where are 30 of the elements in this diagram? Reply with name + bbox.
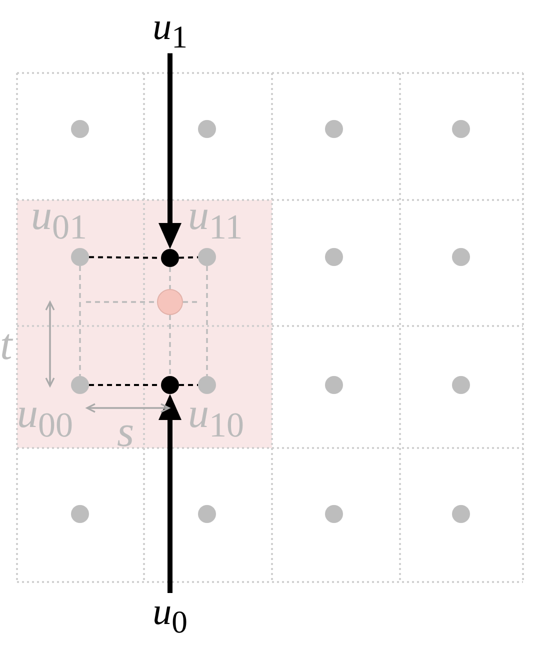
dashed-line bbox=[179, 384, 198, 386]
point-label: u$_{01}$ bbox=[31, 195, 87, 244]
grid-point bbox=[452, 376, 470, 394]
point-label: u$_{11}$ bbox=[188, 195, 243, 244]
grid-point bbox=[452, 248, 470, 266]
dashed-line bbox=[206, 266, 208, 376]
point-label: u$_{10}$ bbox=[188, 393, 244, 442]
dashed-line bbox=[79, 266, 81, 376]
dashed-line bbox=[178, 256, 198, 259]
arrow bbox=[158, 53, 182, 249]
dashed-line bbox=[169, 267, 171, 289]
dimension-label: t bbox=[0, 323, 12, 367]
dashed-line bbox=[169, 315, 171, 376]
grid-point bbox=[325, 376, 343, 394]
grid-point bbox=[71, 120, 89, 138]
dashed-line bbox=[183, 301, 200, 303]
grid-point bbox=[325, 120, 343, 138]
dimension-label: s bbox=[117, 410, 134, 454]
grid-point bbox=[71, 505, 89, 523]
point-label: u$_{00}$ bbox=[17, 393, 73, 442]
dashed-line bbox=[86, 301, 157, 303]
grid-point bbox=[325, 248, 343, 266]
variable-label: u$_{1}$ bbox=[152, 8, 188, 54]
grid-point bbox=[325, 505, 343, 523]
grid-point bbox=[198, 505, 216, 523]
arrow bbox=[158, 394, 182, 593]
grid-point bbox=[198, 120, 216, 138]
grid-point bbox=[452, 120, 470, 138]
variable-label: u$_{0}$ bbox=[152, 593, 188, 638]
grid-point bbox=[452, 505, 470, 523]
